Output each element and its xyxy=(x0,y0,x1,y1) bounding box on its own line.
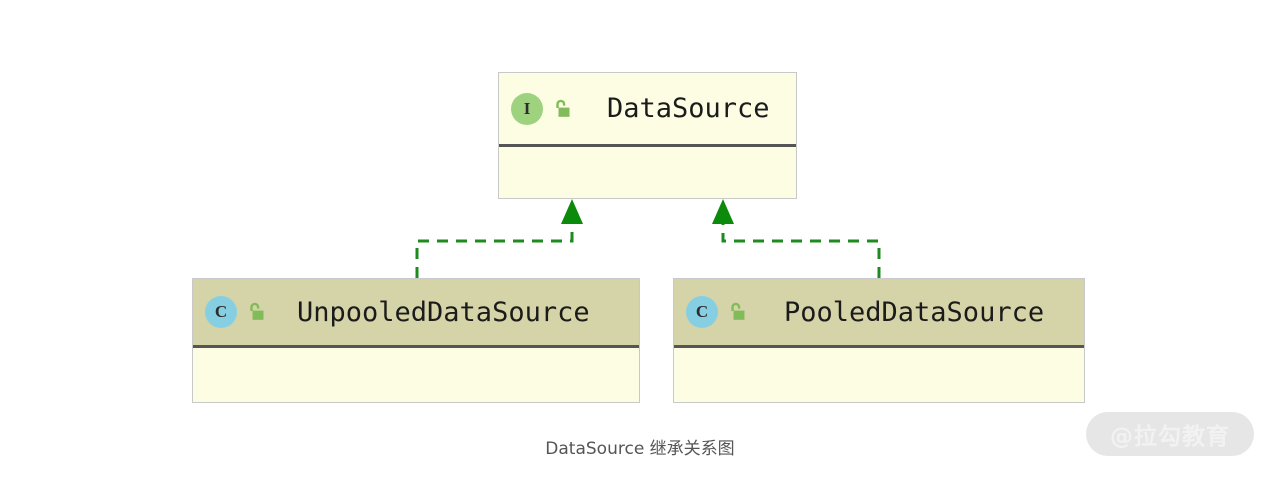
uml-node-title-pooled: PooledDataSource xyxy=(784,296,1045,328)
unlocked-padlock-icon xyxy=(726,301,748,323)
unlocked-padlock-icon xyxy=(245,301,267,323)
watermark-text: @拉勾教育 xyxy=(1110,424,1230,450)
uml-node-title-unpooled: UnpooledDataSource xyxy=(297,296,590,328)
class-badge-icon: C xyxy=(686,296,718,328)
unlocked-padlock-icon xyxy=(551,98,573,120)
diagram-caption: DataSource 继承关系图 xyxy=(545,439,735,459)
class-badge-icon: C xyxy=(205,296,237,328)
uml-node-datasource[interactable]: I DataSource xyxy=(498,72,797,199)
uml-node-unpooled[interactable]: C UnpooledDataSource xyxy=(192,278,640,403)
uml-node-members-datasource xyxy=(499,147,796,197)
uml-node-title-datasource: DataSource xyxy=(607,93,770,124)
edge-line-pooled xyxy=(721,222,881,278)
edge-pooled-to-datasource xyxy=(712,199,881,278)
uml-node-members-unpooled xyxy=(193,348,639,401)
edge-line-unpooled xyxy=(415,222,574,278)
edge-unpooled-to-datasource xyxy=(415,199,583,278)
uml-node-header-unpooled: C UnpooledDataSource xyxy=(193,279,639,348)
edge-arrowhead-unpooled xyxy=(561,199,583,224)
edge-arrowhead-pooled xyxy=(712,199,734,224)
watermark-badge: @拉勾教育 xyxy=(1086,412,1254,456)
uml-node-header-pooled: C PooledDataSource xyxy=(674,279,1084,348)
uml-node-members-pooled xyxy=(674,348,1084,401)
uml-node-pooled[interactable]: C PooledDataSource xyxy=(673,278,1085,403)
uml-node-header-datasource: I DataSource xyxy=(499,73,796,147)
interface-badge-icon: I xyxy=(511,92,543,125)
